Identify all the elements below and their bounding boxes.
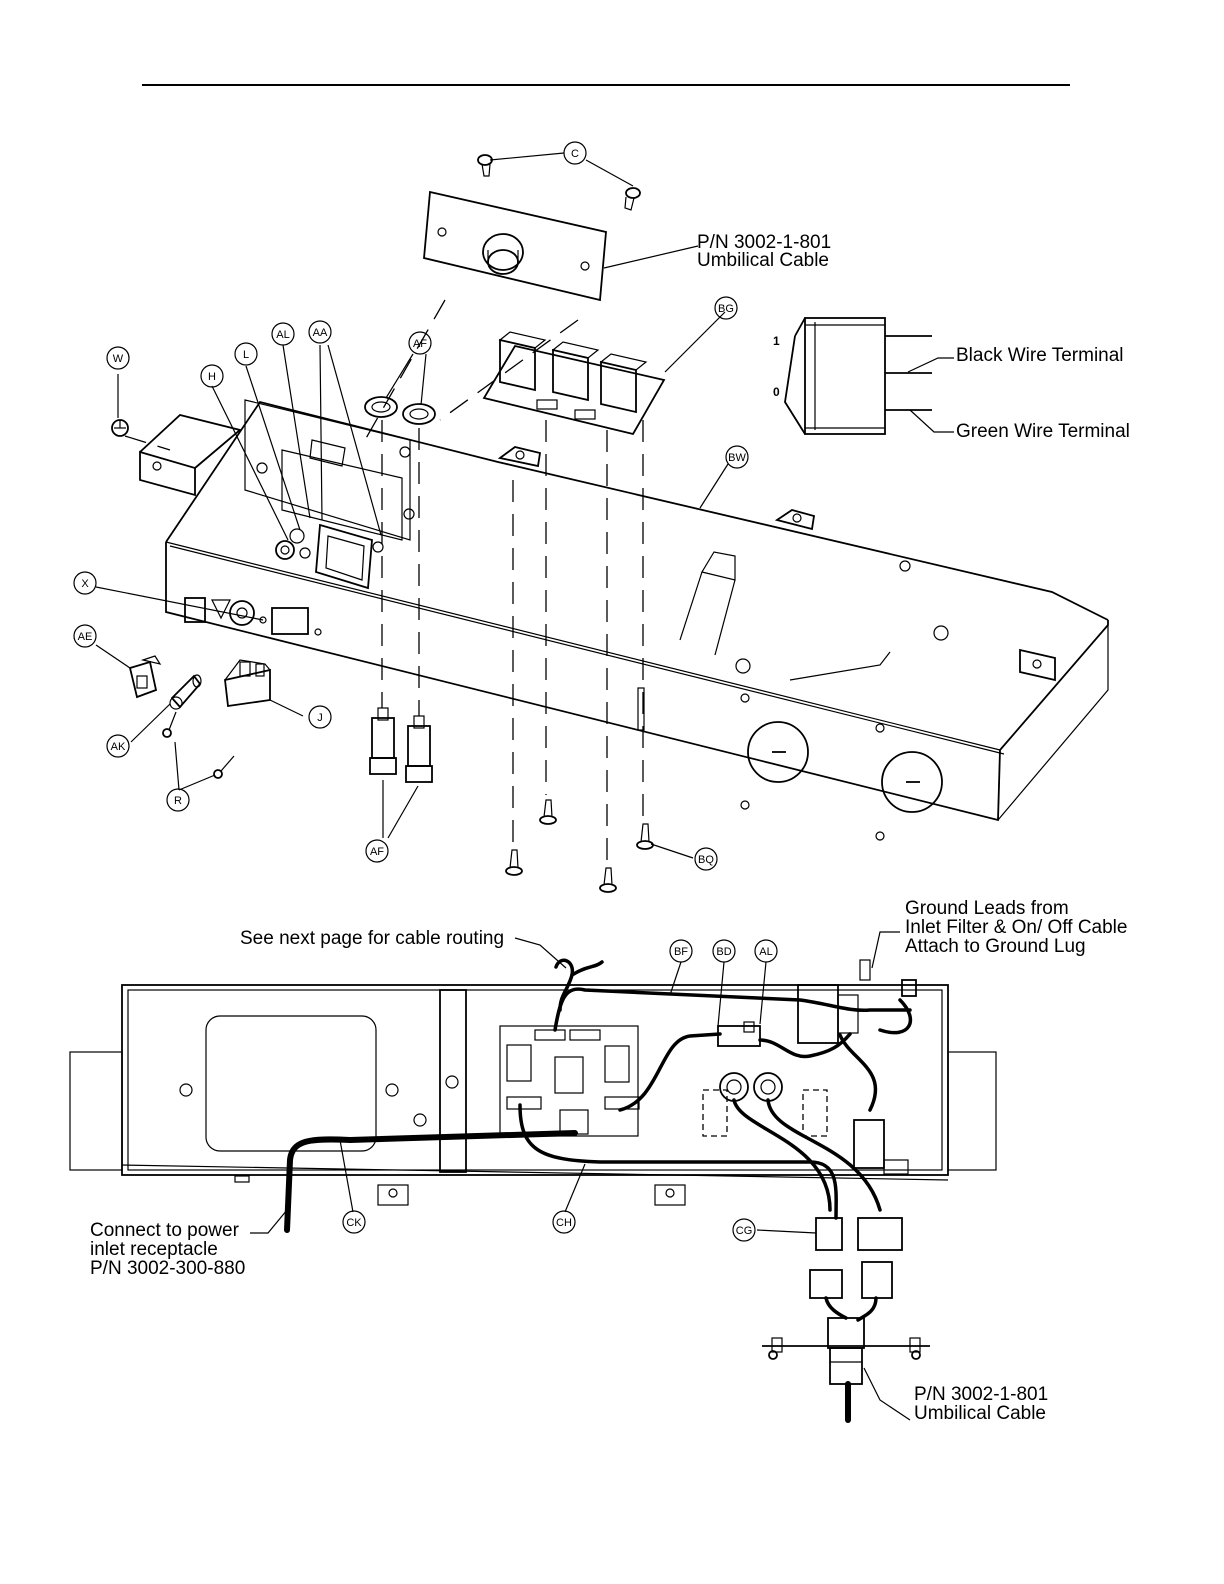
- callout-af-top: AF: [408, 331, 432, 355]
- svg-text:C: C: [571, 148, 579, 160]
- svg-text:AF: AF: [413, 338, 427, 350]
- svg-text:CG: CG: [736, 1225, 753, 1237]
- cable-bd: [618, 1032, 722, 1112]
- green-wire-terminal-label: Green Wire Terminal: [956, 421, 1130, 442]
- svg-text:BD: BD: [716, 946, 731, 958]
- switch-on-mark: 1: [773, 334, 780, 348]
- ground-lug: [111, 419, 129, 437]
- svg-text:BF: BF: [674, 946, 688, 958]
- black-wire-terminal-label: Black Wire Terminal: [956, 345, 1124, 366]
- screws-r: [162, 711, 235, 779]
- callout-j: J: [308, 705, 332, 729]
- relay-board: [482, 331, 666, 436]
- fuse-holders-af: [369, 707, 433, 783]
- callout-w: W: [106, 346, 130, 370]
- grommets-top: [364, 396, 436, 425]
- callout-bw: BW: [725, 445, 749, 469]
- svg-text:J: J: [317, 712, 323, 724]
- connect-power-line-2: inlet receptacle: [90, 1239, 218, 1260]
- callout-l: L: [234, 342, 258, 366]
- bracket-j: [224, 659, 271, 708]
- exploded-view: C W H L AL AA AF BG BW X AE AK R J AF BQ…: [73, 141, 1109, 893]
- svg-text:CK: CK: [346, 1217, 362, 1229]
- callout-c: C: [563, 141, 587, 165]
- svg-text:AL: AL: [759, 946, 772, 958]
- umbilical-top-name: Umbilical Cable: [697, 250, 829, 271]
- cable-ck: [284, 1130, 578, 1233]
- svg-text:AE: AE: [78, 631, 93, 643]
- svg-text:AA: AA: [313, 327, 328, 339]
- callout-bf: BF: [669, 939, 693, 963]
- cable-ch: [518, 1103, 838, 1220]
- umbilical-top-pn: P/N 3002-1-801: [697, 232, 832, 253]
- chassis-tray: [139, 399, 1109, 841]
- svg-text:X: X: [81, 578, 89, 590]
- svg-text:L: L: [243, 349, 249, 361]
- umbilical-bottom-pn: P/N 3002-1-801: [914, 1384, 1049, 1405]
- callout-cg: CG: [732, 1218, 756, 1242]
- rocker-switch-ae: [128, 655, 162, 699]
- connect-power-line-1: Connect to power: [90, 1220, 239, 1241]
- see-next-page-label: See next page for cable routing: [240, 928, 505, 949]
- callout-ak: AK: [106, 734, 130, 758]
- umbilical-bottom-name: Umbilical Cable: [914, 1403, 1046, 1424]
- svg-text:W: W: [113, 353, 124, 365]
- ground-leads-line-3: Attach to Ground Lug: [905, 936, 1086, 957]
- switch-off-mark: 0: [773, 385, 780, 399]
- svg-text:BG: BG: [718, 303, 734, 315]
- leaders-top: [95, 152, 954, 859]
- callout-al: AL: [271, 322, 295, 346]
- connect-power-line-3: P/N 3002-300-880: [90, 1258, 246, 1279]
- callout-bq: BQ: [694, 847, 718, 871]
- top-down-view: BF BD AL CK CH CG: [69, 931, 997, 1423]
- assembly-lines: [124, 299, 644, 862]
- callout-h: H: [200, 364, 224, 388]
- callout-bg: BG: [714, 296, 738, 320]
- ground-leads-line-1: Ground Leads from: [905, 898, 1069, 919]
- callout-bd: BD: [712, 939, 736, 963]
- callout-ck: CK: [342, 1210, 366, 1234]
- callout-aa: AA: [308, 320, 332, 344]
- callout-r: R: [166, 788, 190, 812]
- svg-text:AF: AF: [370, 846, 384, 858]
- switch-detail: [784, 317, 932, 435]
- svg-text:R: R: [174, 795, 182, 807]
- svg-text:BQ: BQ: [698, 854, 714, 866]
- screw-c-left: [477, 154, 493, 177]
- svg-text:H: H: [208, 371, 216, 383]
- callout-al-bottom: AL: [754, 939, 778, 963]
- umbilical-plate: [423, 190, 607, 302]
- screw-c-right: [624, 187, 641, 211]
- callout-ch: CH: [552, 1210, 576, 1234]
- svg-text:AK: AK: [111, 741, 126, 753]
- svg-text:CH: CH: [556, 1217, 572, 1229]
- ground-leads-line-2: Inlet Filter & On/ Off Cable: [905, 917, 1128, 938]
- svg-text:BW: BW: [728, 452, 746, 464]
- screws-bq: [505, 799, 654, 893]
- fuse-holder-ak: [169, 674, 202, 710]
- callout-x: X: [73, 571, 97, 595]
- callout-ae: AE: [73, 624, 97, 648]
- callout-af-bottom: AF: [365, 839, 389, 863]
- svg-text:AL: AL: [276, 329, 289, 341]
